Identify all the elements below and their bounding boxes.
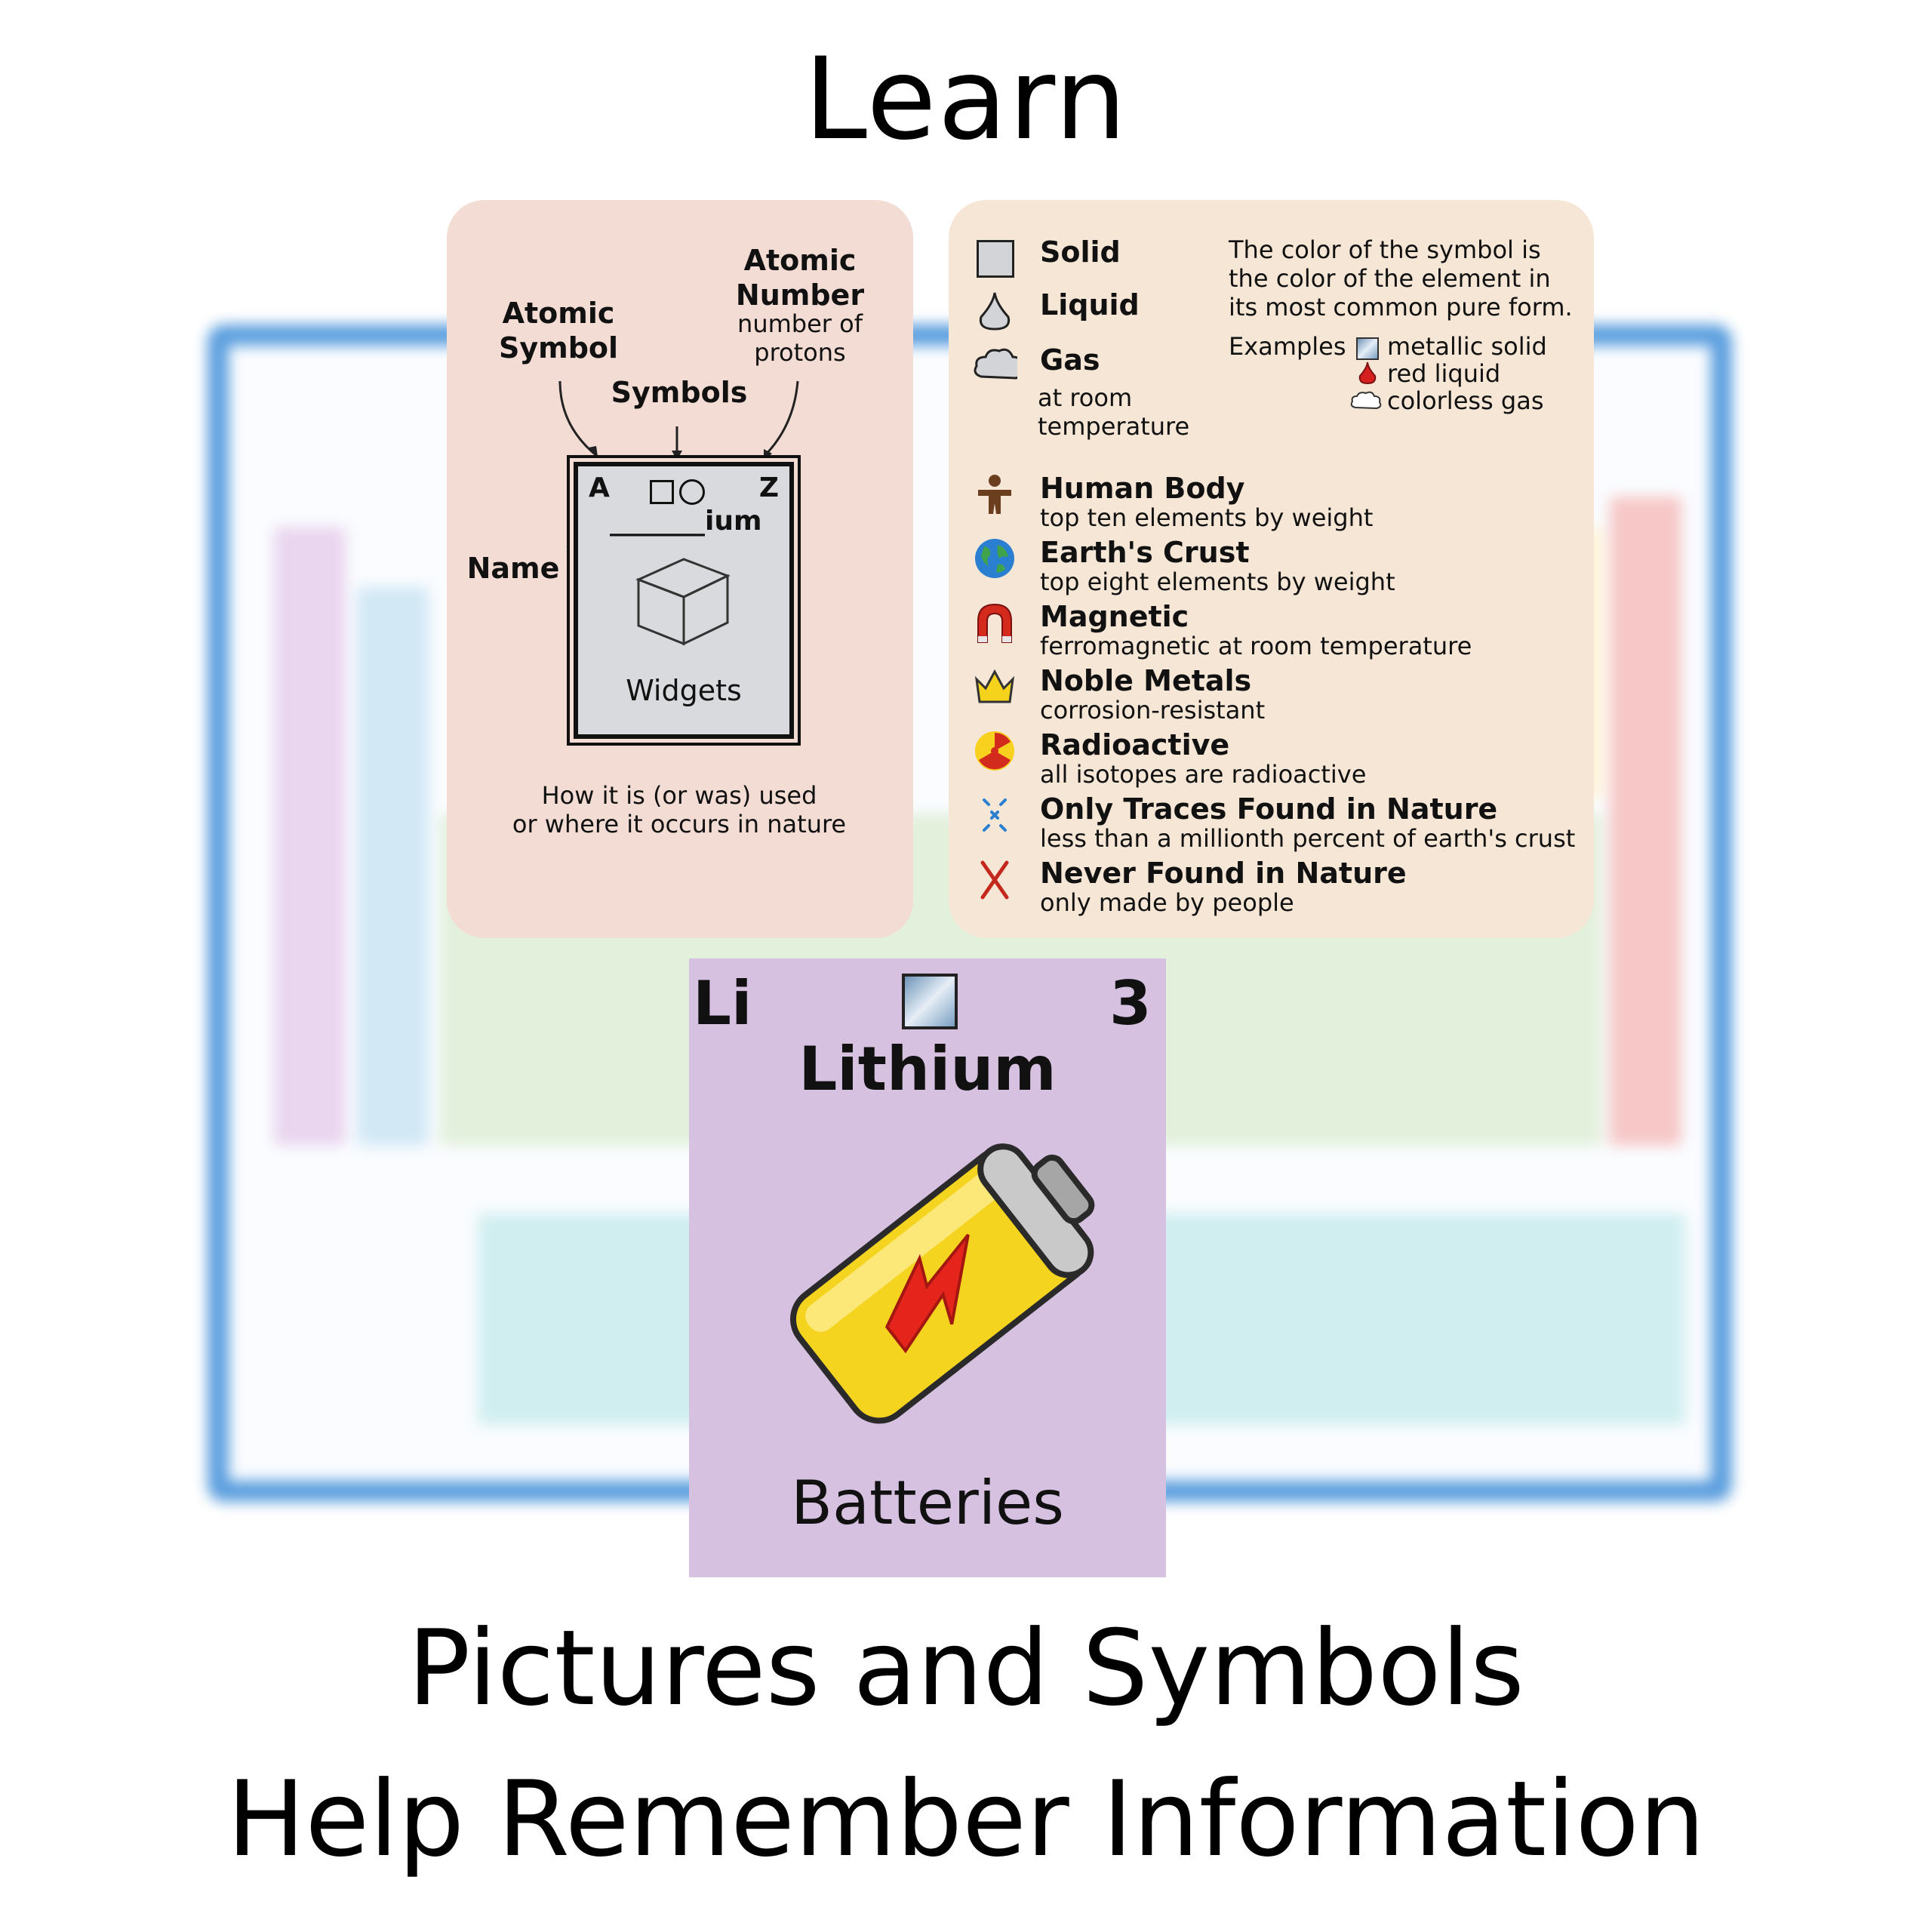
tagline-line-2: Help Remember Information — [226, 1758, 1706, 1880]
name-label: Name — [466, 552, 560, 585]
legend-item-desc: corrosion-resistant — [1040, 696, 1266, 724]
key-element-name: _______ium — [610, 506, 762, 537]
example-red-liquid: red liquid — [1387, 359, 1501, 388]
legend-state-label: Liquid — [1040, 288, 1140, 321]
x-icon — [980, 860, 1009, 900]
crown-icon — [974, 669, 1015, 703]
use-caption-line-1: How it is (or was) used — [541, 781, 817, 810]
square-icon — [650, 480, 674, 504]
legend-state-label: Gas — [1040, 343, 1100, 377]
color-note-line-2: the color of the element in — [1229, 264, 1551, 293]
examples-label: Examples — [1229, 332, 1346, 361]
state-note-line-2: temperature — [1038, 412, 1190, 441]
legend-item-title: Magnetic — [1040, 600, 1189, 633]
drop-icon — [979, 292, 1011, 331]
example-metallic-solid: metallic solid — [1387, 332, 1547, 361]
state-note-line-1: at room — [1038, 383, 1133, 412]
cube-icon — [635, 558, 731, 646]
legend-item-desc: top eight elements by weight — [1040, 568, 1395, 596]
radiation-icon — [975, 731, 1014, 771]
atomic-number-title: Atomic Number — [735, 244, 865, 312]
legend-state-label: Solid — [1040, 235, 1121, 269]
magnet-icon — [977, 603, 1012, 643]
trace-icon — [983, 798, 1007, 832]
color-note-line-3: its most common pure form. — [1229, 293, 1573, 321]
legend-item-title: Radioactive — [1040, 728, 1230, 761]
legend-item-desc: less than a millionth percent of earth's… — [1040, 824, 1576, 853]
legend-item-desc: only made by people — [1040, 888, 1294, 917]
atomic-symbol-title: Atomic Symbol — [498, 297, 619, 365]
key-use-label: Widgets — [626, 674, 742, 707]
page-title: Learn — [804, 34, 1128, 165]
tagline-line-1: Pictures and Symbols — [408, 1607, 1524, 1729]
circle-icon — [679, 479, 705, 505]
legend-item-desc: top ten elements by weight — [1040, 503, 1374, 532]
use-caption-line-2: or where it occurs in nature — [512, 810, 847, 838]
legend-item-desc: all isotopes are radioactive — [1040, 760, 1367, 789]
atomic-number-desc: number of protons — [737, 309, 863, 367]
element-name: Lithium — [798, 1034, 1057, 1104]
colorless-cloud-icon — [1350, 391, 1382, 410]
element-key-diagram: A Z _______ium Widgets — [574, 462, 794, 739]
legend-item-desc: ferromagnetic at room temperature — [1040, 632, 1472, 660]
legend-item-title: Noble Metals — [1040, 664, 1252, 697]
legend-item-title: Human Body — [1040, 472, 1245, 505]
legend-item-title: Only Traces Found in Nature — [1040, 792, 1498, 826]
square-icon — [972, 235, 1017, 281]
color-note-line-1: The color of the symbol is — [1229, 235, 1541, 264]
element-use: Batteries — [791, 1468, 1064, 1538]
element-atomic-number: 3 — [1109, 968, 1152, 1038]
legend-item-title: Earth's Crust — [1040, 536, 1250, 569]
battery-icon — [790, 1143, 1095, 1424]
element-symbol: Li — [693, 968, 752, 1038]
key-atomic-number: Z — [758, 472, 779, 503]
symbol-legend-card — [949, 200, 1594, 938]
metallic-solid-icon — [1356, 337, 1379, 360]
globe-icon — [975, 539, 1014, 578]
legend-item-title: Never Found in Nature — [1040, 857, 1407, 890]
cloud-icon — [974, 348, 1017, 380]
example-colorless-gas: colorless gas — [1387, 386, 1544, 415]
red-drop-icon — [1358, 361, 1377, 385]
person-icon — [978, 475, 1011, 514]
metallic-solid-icon — [902, 974, 958, 1029]
symbols-label: Symbols — [611, 376, 748, 409]
key-atomic-symbol: A — [589, 472, 610, 503]
